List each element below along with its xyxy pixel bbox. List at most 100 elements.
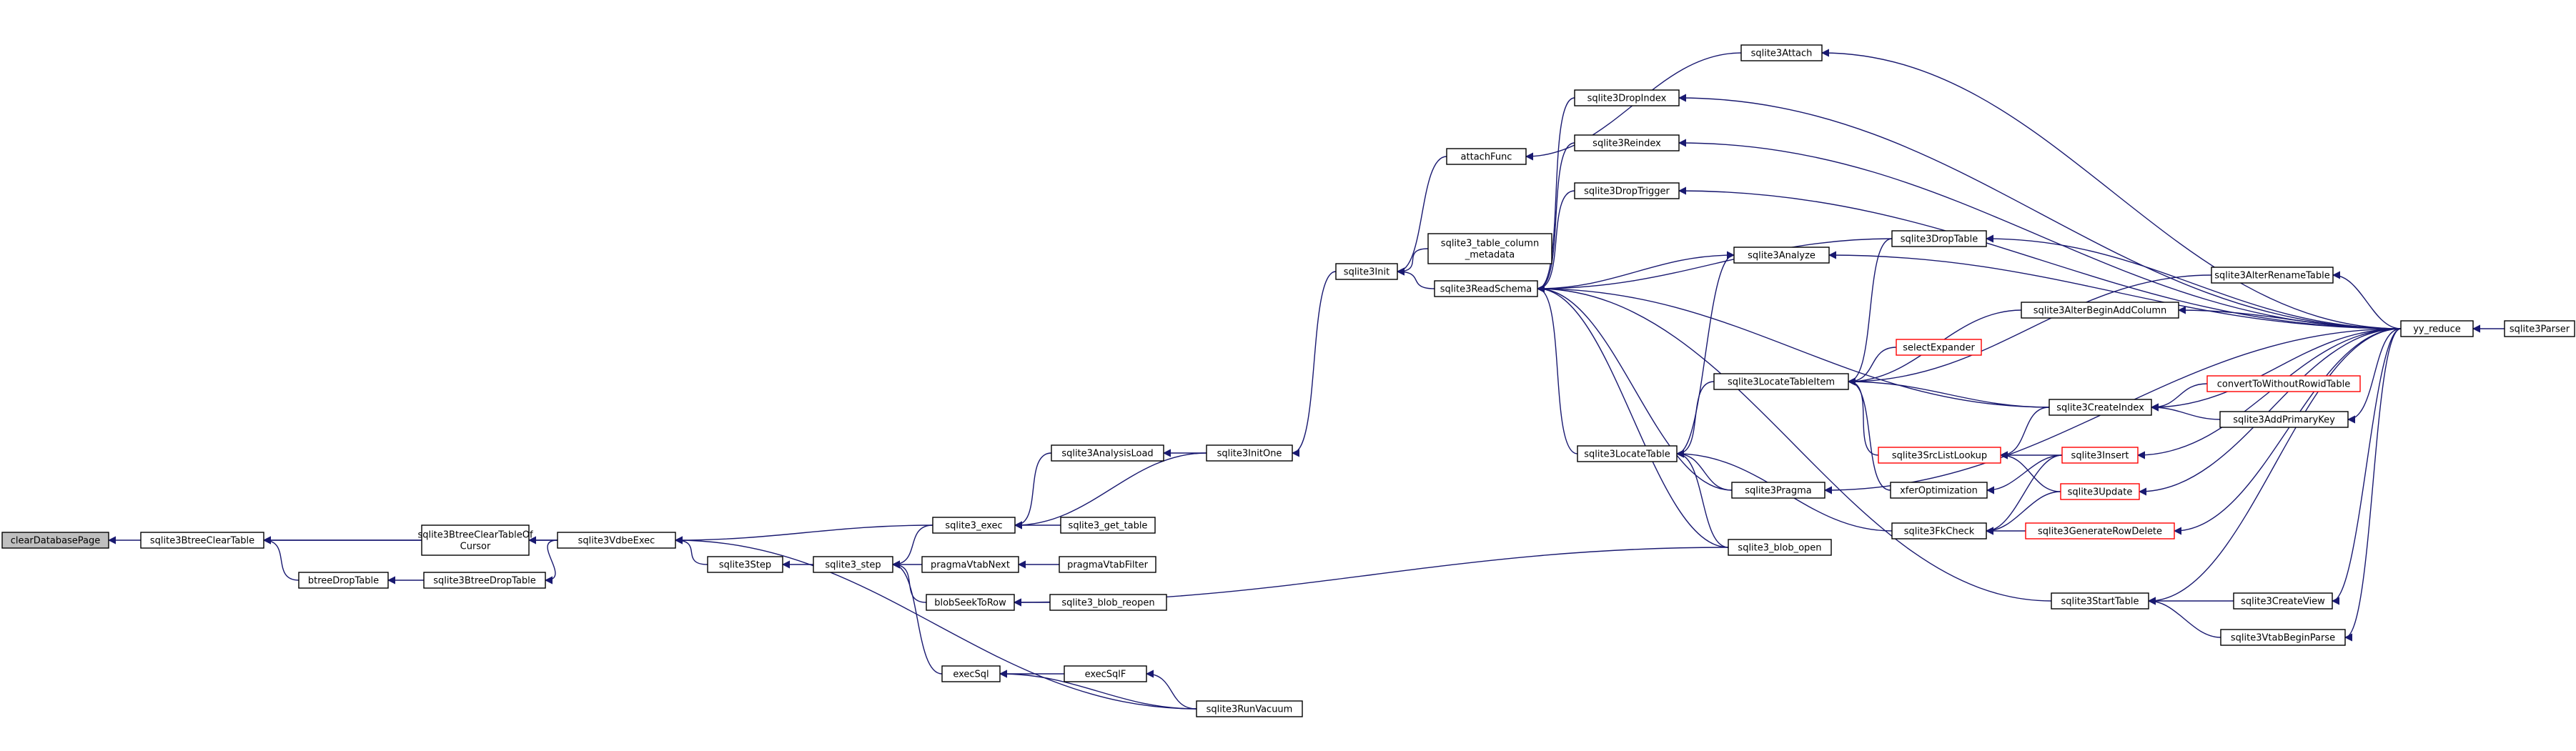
node-label: sqlite3_step <box>825 560 881 571</box>
edge-yy_reduce-to-sqlite3Update <box>2138 328 2402 496</box>
node-box <box>1728 539 1832 556</box>
node-box <box>813 556 893 573</box>
node-label: sqlite3AlterBeginAddColumn <box>2033 306 2167 317</box>
edge-sqlite3RunVacuum-to-execSql <box>999 670 1197 710</box>
node-btreeDropTable[interactable]: btreeDropTable <box>298 572 389 589</box>
node-sqlite3AlterBeginAddColumn[interactable]: sqlite3AlterBeginAddColumn <box>2021 302 2179 319</box>
node-label: sqlite3BtreeDropTable <box>433 576 536 587</box>
node-box <box>2021 302 2179 319</box>
node-sqlite3AlterRenameTable[interactable]: sqlite3AlterRenameTable <box>2211 267 2334 284</box>
node-label: sqlite3Update <box>2068 487 2133 498</box>
node-sqlite3_blob_reopen[interactable]: sqlite3_blob_reopen <box>1049 594 1167 611</box>
node-sqlite3Init[interactable]: sqlite3Init <box>1335 263 1398 280</box>
node-box <box>2060 483 2140 500</box>
node-sqlite3SrcListLookup[interactable]: sqlite3SrcListLookup <box>1878 447 2001 464</box>
node-label: sqlite3LocateTableItem <box>1728 377 1835 388</box>
node-sqlite3LocateTable[interactable]: sqlite3LocateTable <box>1577 445 1678 462</box>
node-sqlite3InitOne[interactable]: sqlite3InitOne <box>1206 444 1293 462</box>
node-box <box>2025 522 2175 539</box>
node-sqlite3_get_table[interactable]: sqlite3_get_table <box>1060 517 1156 534</box>
node-sqlite3DropIndex[interactable]: sqlite3DropIndex <box>1574 89 1680 106</box>
node-sqlite3_table_column_metadata[interactable]: sqlite3_table_column_metadata <box>1427 233 1552 264</box>
node-box <box>298 572 389 589</box>
node-sqlite3Analyze[interactable]: sqlite3Analyze <box>1733 247 1830 264</box>
edge-yy_reduce-to-sqlite3GenerateRowDelete <box>2173 328 2402 535</box>
node-sqlite3AddPrimaryKey[interactable]: sqlite3AddPrimaryKey <box>2219 411 2349 428</box>
node-label: Cursor <box>460 542 491 552</box>
node-execSql[interactable]: execSql <box>941 665 1001 682</box>
node-sqlite3VtabBeginParse[interactable]: sqlite3VtabBeginParse <box>2220 629 2346 646</box>
node-box <box>1574 134 1680 151</box>
node-box <box>1059 556 1156 573</box>
node-sqlite3CreateView[interactable]: sqlite3CreateView <box>2233 592 2333 610</box>
node-sqlite3RunVacuum[interactable]: sqlite3RunVacuum <box>1196 700 1303 717</box>
node-blobSeekToRow[interactable]: blobSeekToRow <box>926 594 1015 611</box>
node-box <box>932 517 1016 534</box>
node-label: sqlite3RunVacuum <box>1207 705 1293 715</box>
edge-xferOptimization-to-sqlite3LocateTableItem <box>1847 377 1891 491</box>
edge-sqlite3DropTable-to-sqlite3LocateTableItem <box>1847 238 1893 386</box>
node-label: blobSeekToRow <box>934 598 1006 609</box>
edge-sqlite3AnalysisLoad-to-sqlite3_exec <box>1014 452 1052 529</box>
node-selectExpander[interactable]: selectExpander <box>1896 339 1982 356</box>
node-sqlite3_blob_open[interactable]: sqlite3_blob_open <box>1728 539 1832 556</box>
node-label: yy_reduce <box>2413 324 2461 335</box>
node-execSqlF[interactable]: execSqlF <box>1064 665 1147 682</box>
node-clearDatabasePage[interactable]: clearDatabasePage <box>1 532 109 549</box>
node-sqlite3Pragma[interactable]: sqlite3Pragma <box>1731 482 1826 499</box>
node-sqlite3BtreeDropTable[interactable]: sqlite3BtreeDropTable <box>423 572 546 589</box>
node-yy_reduce[interactable]: yy_reduce <box>2400 320 2474 337</box>
node-sqlite3BtreeClearTable[interactable]: sqlite3BtreeClearTable <box>140 532 264 549</box>
node-attachFunc[interactable]: attachFunc <box>1446 148 1527 165</box>
edge-sqlite3_table_column_metadata-to-sqlite3Init <box>1396 248 1429 276</box>
node-sqlite3AnalysisLoad[interactable]: sqlite3AnalysisLoad <box>1051 444 1164 462</box>
node-label: sqlite3CreateView <box>2241 597 2325 607</box>
edge-sqlite3Step-to-sqlite3VdbeExec <box>674 536 708 565</box>
node-sqlite3DropTable[interactable]: sqlite3DropTable <box>1891 230 1987 247</box>
node-box <box>1733 247 1830 264</box>
node-sqlite3Attach[interactable]: sqlite3Attach <box>1740 44 1823 61</box>
node-sqlite3DropTrigger[interactable]: sqlite3DropTrigger <box>1574 182 1680 199</box>
node-sqlite3FkCheck[interactable]: sqlite3FkCheck <box>1891 522 1987 539</box>
node-box <box>1434 280 1538 297</box>
node-pragmaVtabFilter[interactable]: pragmaVtabFilter <box>1059 556 1156 573</box>
edge-sqlite3Insert-to-xferOptimization <box>1986 454 2063 494</box>
node-box <box>1064 665 1147 682</box>
node-sqlite3LocateTableItem[interactable]: sqlite3LocateTableItem <box>1713 373 1849 390</box>
node-sqlite3ReadSchema[interactable]: sqlite3ReadSchema <box>1434 280 1538 297</box>
node-sqlite3Reindex[interactable]: sqlite3Reindex <box>1574 134 1680 151</box>
node-xferOptimization[interactable]: xferOptimization <box>1890 482 1988 499</box>
node-sqlite3Update[interactable]: sqlite3Update <box>2060 483 2140 500</box>
node-sqlite3Step[interactable]: sqlite3Step <box>707 556 783 573</box>
node-box <box>941 665 1001 682</box>
node-pragmaVtabNext[interactable]: pragmaVtabNext <box>921 556 1019 573</box>
edge-yy_reduce-to-sqlite3Analyze <box>1828 251 2402 329</box>
node-sqlite3_step[interactable]: sqlite3_step <box>813 556 893 573</box>
node-sqlite3StartTable[interactable]: sqlite3StartTable <box>2051 592 2149 610</box>
node-label: sqlite3_blob_open <box>1738 543 1821 554</box>
node-sqlite3Insert[interactable]: sqlite3Insert <box>2061 447 2139 464</box>
node-box <box>2049 399 2152 416</box>
node-sqlite3CreateIndex[interactable]: sqlite3CreateIndex <box>2049 399 2152 416</box>
edge-yy_reduce-to-sqlite3VtabBeginParse <box>2344 328 2402 642</box>
edge-sqlite3_blob_open-to-sqlite3LocateTable <box>1675 449 1729 548</box>
node-sqlite3_exec[interactable]: sqlite3_exec <box>932 517 1016 534</box>
node-box <box>1577 445 1678 462</box>
node-box <box>1740 44 1823 61</box>
node-label: sqlite3InitOne <box>1217 449 1282 459</box>
edge-sqlite3Insert-to-sqlite3FkCheck <box>1985 454 2063 535</box>
node-sqlite3GenerateRowDelete[interactable]: sqlite3GenerateRowDelete <box>2025 522 2175 539</box>
edge-yy_reduce-to-sqlite3StartTable <box>2147 328 2402 605</box>
node-label: sqlite3BtreeClearTable <box>150 536 254 547</box>
edge-sqlite3Init-to-sqlite3InitOne <box>1291 271 1337 457</box>
edge-sqlite3Update-to-sqlite3FkCheck <box>1985 491 2061 535</box>
node-sqlite3VdbeExec[interactable]: sqlite3VdbeExec <box>557 532 676 549</box>
node-label: attachFunc <box>1461 152 1512 163</box>
edge-sqlite3Pragma-to-sqlite3ReadSchema <box>1536 284 1733 491</box>
edge-sqlite3AlterRenameTable-to-sqlite3LocateTableItem <box>1847 274 2212 386</box>
node-sqlite3Parser[interactable]: sqlite3Parser <box>2504 320 2575 337</box>
node-box <box>2219 411 2349 428</box>
node-convertToWithoutRowidTable[interactable]: convertToWithoutRowidTable <box>2206 375 2361 392</box>
node-box <box>2233 592 2333 610</box>
